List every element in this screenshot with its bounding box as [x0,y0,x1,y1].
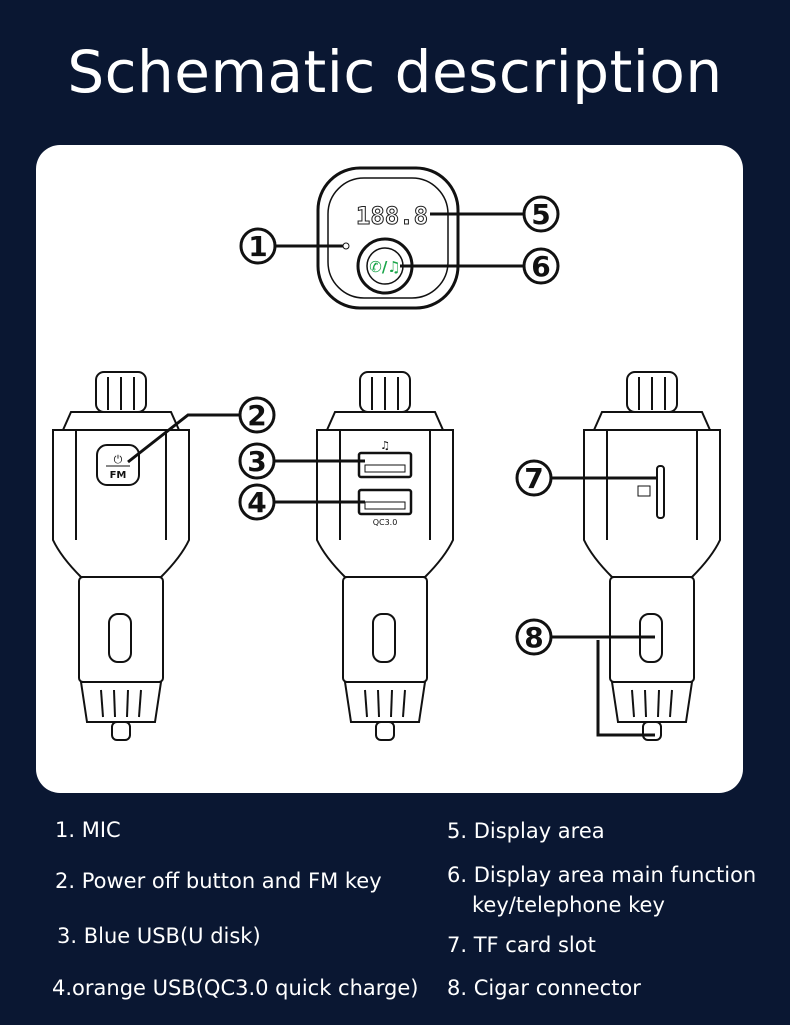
leader-lines [127,212,657,737]
svg-text:QC3.0: QC3.0 [373,518,398,527]
legend-item-4: 4.orange USB(QC3.0 quick charge) [52,976,419,1000]
svg-text:FM: FM [110,470,127,481]
callout-2: 2 [238,396,276,434]
page-title: Schematic description [67,38,723,106]
callout-1: 1 [239,227,277,265]
music-note-icon: ♫ [380,439,390,452]
legend-item-7: 7. TF card slot [447,933,596,957]
legend-item-1: 1. MIC [55,818,121,842]
device-top-view: 188.8 ✆/♫ [316,166,460,310]
callout-8: 8 [515,618,553,656]
display-digits: 188.8 [356,202,428,230]
power-fm-button: ⏻ FM [96,444,140,486]
device-right-view [583,371,721,741]
legend-item-6: 6. Display area main function [447,863,757,887]
power-icon: ⏻ [114,453,123,466]
phone-music-icon: ✆/♫ [369,258,401,276]
svg-text:8: 8 [524,621,543,654]
legend-item-3: 3. Blue USB(U disk) [57,924,261,948]
svg-text:2: 2 [247,399,266,432]
svg-text:5: 5 [531,198,550,231]
svg-text:4: 4 [247,486,266,519]
callout-4: 4 [238,483,276,521]
legend-item-8: 8. Cigar connector [447,976,641,1000]
legend-item-2: 2. Power off button and FM key [55,869,382,893]
svg-text:1: 1 [248,230,267,263]
svg-text:7: 7 [524,462,543,495]
tf-card-slot [637,465,665,519]
device-left-view [52,371,190,741]
callout-3: 3 [238,442,276,480]
callout-5: 5 [522,195,560,233]
mic-hole [342,242,350,250]
legend-item-5: 5. Display area [447,819,605,843]
device-middle-view [316,371,454,741]
svg-text:3: 3 [247,445,266,478]
svg-text:6: 6 [531,250,550,283]
callout-7: 7 [515,459,553,497]
callout-6: 6 [522,247,560,285]
usb-ports: ♫ QC3.0 [357,439,413,527]
legend-item-6-cont: key/telephone key [472,893,665,917]
